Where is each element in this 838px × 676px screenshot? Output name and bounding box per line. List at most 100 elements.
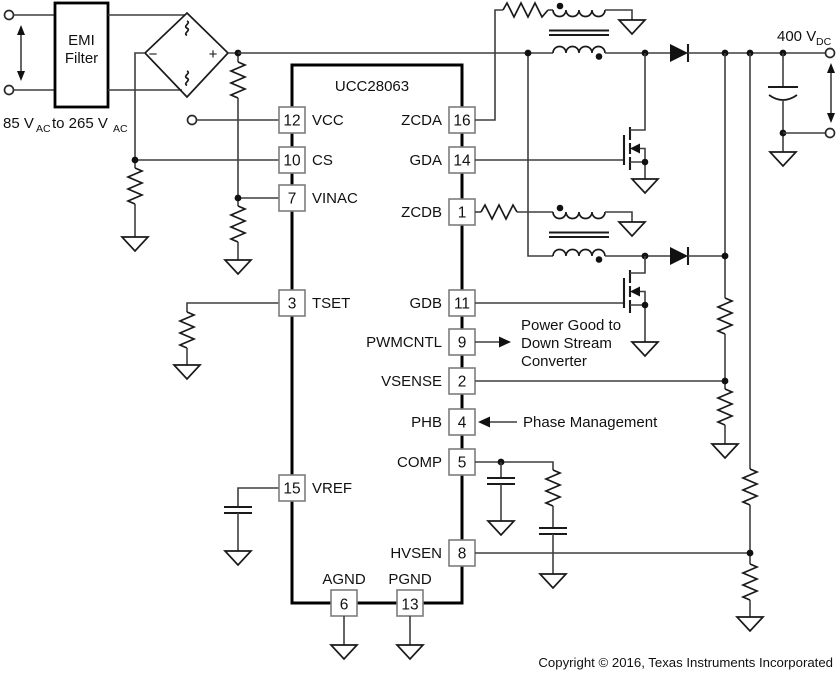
- comp-capacitor-1: [487, 476, 515, 486]
- junction-dot: [721, 252, 729, 260]
- boost-diode-b: [670, 247, 688, 265]
- ic-title: UCC28063: [335, 78, 409, 95]
- input-rail: [238, 49, 553, 257]
- pin-label-pgnd: PGND: [388, 571, 432, 588]
- vinac-top-resistor: [228, 61, 248, 99]
- pin-label-tset: TSET: [312, 295, 350, 312]
- tset-resistor: [177, 311, 197, 349]
- pin-box-2: [448, 367, 476, 395]
- pwmcntl-annotation: Power Good to Down Stream Converter: [475, 317, 621, 370]
- pin-number: 12: [283, 113, 300, 130]
- wire: [605, 9, 633, 20]
- transformer-b-aux-winding: [552, 211, 606, 220]
- pin-number: 11: [454, 296, 470, 313]
- pin-box-9: [448, 328, 476, 356]
- vinac-bottom-resistor: [228, 205, 248, 243]
- vcc-terminal: [186, 114, 198, 126]
- wire: [186, 302, 279, 312]
- winding-polarity-dot: [556, 204, 564, 212]
- pin-label-comp: COMP: [397, 454, 442, 471]
- comp-capacitor-2: [539, 526, 567, 536]
- pin-number: 8: [458, 546, 467, 563]
- arrow-up-icon: [827, 63, 835, 73]
- winding-polarity-dot: [595, 53, 603, 60]
- pin-number: 3: [288, 296, 297, 313]
- bulk-capacitor-curved-plate: [768, 94, 798, 101]
- pin-number: 16: [453, 113, 470, 130]
- pin-label-agnd: AGND: [322, 571, 366, 588]
- bridge-plus-label: +: [209, 46, 218, 63]
- ground-symbol: [711, 443, 739, 459]
- wire: [605, 211, 633, 222]
- ac-input-terminal-top: [3, 9, 15, 21]
- pin-box-11: [448, 289, 476, 317]
- arrow-down-icon: [17, 71, 25, 81]
- pin-box-3: [278, 289, 306, 317]
- pin-box-16: [448, 106, 476, 134]
- ground-symbol: [487, 520, 515, 536]
- mosfet-b-body-arrow-icon: [630, 286, 640, 297]
- ground-symbol: [631, 341, 659, 357]
- transformer-b-core: [549, 231, 609, 239]
- wire: [343, 616, 411, 645]
- pin-box-10: [278, 146, 306, 174]
- ground-symbol: [396, 644, 424, 660]
- phb-note: Phase Management: [523, 414, 658, 431]
- wire: [237, 487, 279, 507]
- hvsen-bottom-resistor: [740, 563, 760, 601]
- winding-polarity-dot: [556, 2, 564, 10]
- comp-network: [475, 458, 567, 589]
- emi-filter-label-2: Filter: [65, 50, 98, 67]
- ground-symbol: [173, 364, 201, 380]
- ground-symbol: [736, 616, 764, 632]
- pin-label-zcdb: ZCDB: [401, 204, 442, 221]
- pin-number: 9: [458, 335, 467, 352]
- pin-number: 1: [458, 205, 467, 222]
- ground-symbol: [224, 259, 252, 275]
- dc-output-terminal-bottom: [824, 127, 836, 139]
- hvsen-top-resistor: [740, 468, 760, 506]
- pin-number: 15: [283, 481, 300, 498]
- pin-label-zcda: ZCDA: [401, 112, 442, 129]
- phb-annotation: Phase Management: [478, 414, 658, 431]
- pin-label-vref: VREF: [312, 480, 352, 497]
- pin-number: 4: [458, 415, 467, 432]
- ac-input-terminal-bottom: [3, 84, 15, 96]
- arrow-left-icon: [478, 416, 490, 428]
- input-range-sub2: AC: [113, 123, 128, 135]
- pin-number: 5: [458, 455, 467, 472]
- bridge-diamond: [143, 11, 230, 99]
- copyright-notice: Copyright © 2016, Texas Instruments Inco…: [538, 655, 833, 670]
- phase-b-stage: [475, 203, 725, 357]
- output-voltage-sub: DC: [816, 36, 832, 48]
- junction-dot: [234, 194, 242, 202]
- emi-filter-box: [53, 1, 110, 109]
- vref-network: [224, 487, 279, 566]
- pwmcntl-note-line3: Converter: [521, 353, 587, 370]
- pin-box-15: [278, 474, 306, 502]
- vinac-divider: [224, 49, 279, 275]
- ground-symbol: [121, 236, 149, 252]
- pin-label-vinac: VINAC: [312, 190, 358, 207]
- ground-symbol: [539, 573, 567, 589]
- pin-number: 14: [453, 153, 471, 170]
- transformer-a-core: [549, 29, 609, 37]
- arrow-up-icon: [17, 25, 25, 35]
- boost-inductor-a: [552, 45, 606, 54]
- pin-box-12: [278, 106, 306, 134]
- pin-label-pwmcntl: PWMCNTL: [366, 334, 442, 351]
- wire: [108, 14, 185, 91]
- ground-symbol: [618, 19, 646, 35]
- vref-capacitor: [224, 505, 252, 515]
- pin-number: 7: [288, 191, 297, 208]
- pin-box-5: [448, 448, 476, 476]
- wire: [13, 14, 55, 91]
- zcda-resistor: [502, 1, 549, 19]
- ac-input-section: EMI Filter 85 V AC to 265 V AC: [3, 1, 185, 135]
- bridge-rectifier: − +: [143, 11, 230, 99]
- emi-filter-label-1: EMI: [68, 32, 95, 49]
- junction-dot: [721, 377, 729, 385]
- bridge-minus-label: −: [149, 46, 158, 63]
- pin-label-vcc: VCC: [312, 112, 344, 129]
- pwmcntl-note-line1: Power Good to: [521, 317, 621, 334]
